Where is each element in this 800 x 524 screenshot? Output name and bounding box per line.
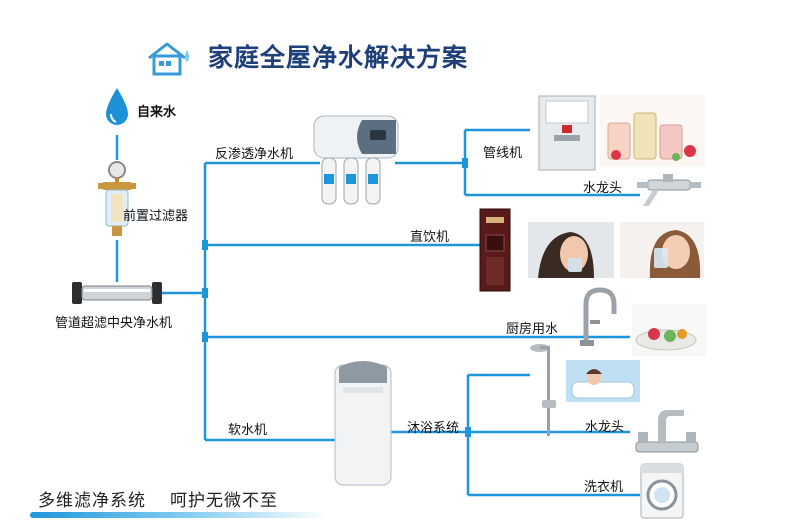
pipeline-machine-image	[538, 95, 596, 171]
label-central-purifier: 管道超滤中央净水机	[55, 315, 173, 330]
pre-filter-image	[97, 160, 137, 242]
label-direct-drinking: 直饮机	[410, 229, 450, 244]
label-ro-purifier: 反渗透净水机	[215, 146, 294, 161]
woman-drinking-image-2	[620, 222, 704, 278]
label-faucet-1: 水龙头	[583, 180, 623, 195]
ro-purifier-image	[312, 112, 400, 212]
label-kitchen-water: 厨房用水	[506, 321, 559, 336]
water-drop-icon	[103, 86, 131, 128]
slogan-underline	[30, 512, 330, 518]
label-pipeline-machine: 管线机	[483, 145, 523, 160]
house-icon	[145, 40, 195, 76]
label-pre-filter: 前置过滤器	[123, 208, 189, 223]
label-bath-system: 沐浴系统	[407, 420, 460, 435]
label-washing-machine: 洗衣机	[584, 479, 624, 494]
kitchen-faucet-image	[574, 286, 624, 348]
central-purifier-image	[72, 280, 162, 306]
shower-image	[528, 340, 562, 438]
slogan: 多维滤净系统 呵护无微不至	[38, 486, 278, 511]
bathtub-image	[566, 360, 640, 402]
drinks-image	[600, 95, 705, 167]
page-title: 家庭全屋净水解决方案	[208, 44, 469, 72]
slogan-left: 多维滤净系统	[38, 491, 146, 510]
woman-drinking-image-1	[528, 222, 614, 278]
label-faucet-2: 水龙头	[585, 419, 625, 434]
water-softener-image	[333, 357, 393, 487]
faucet-1-image	[633, 172, 703, 214]
faucet-2-image	[632, 404, 702, 456]
slogan-right: 呵护无微不至	[170, 491, 278, 510]
label-tap-water: 自来水	[137, 104, 177, 119]
vegetables-image	[632, 304, 706, 356]
label-water-softener: 软水机	[228, 422, 268, 437]
direct-drinking-machine-image	[478, 207, 512, 293]
washing-machine-image	[640, 463, 684, 519]
